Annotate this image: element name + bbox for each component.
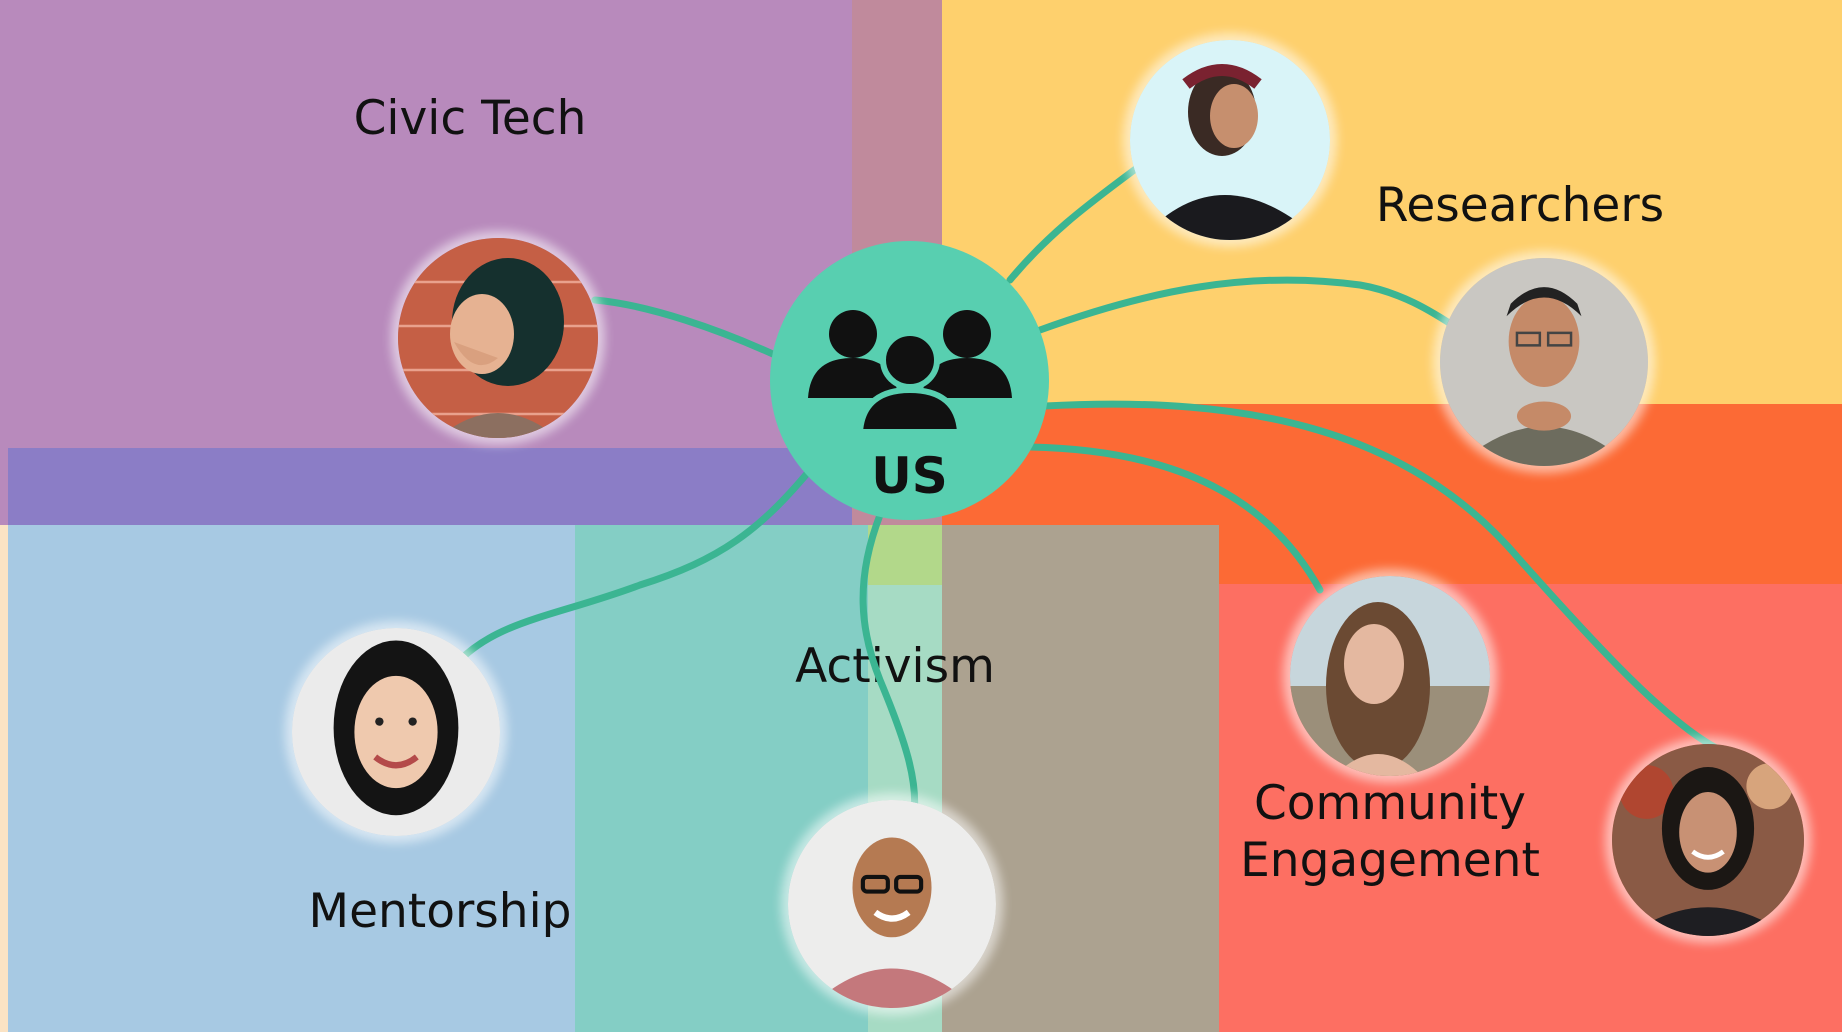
label-civic-tech: Civic Tech	[353, 91, 587, 146]
region-mentorship	[8, 525, 575, 1032]
hub-label: US	[871, 447, 948, 505]
person-activism	[788, 800, 996, 1008]
person-researcher-2	[1440, 258, 1648, 466]
region-civic-tech	[0, 0, 852, 525]
group-icon	[808, 310, 1012, 434]
person-researcher-1	[1130, 40, 1330, 240]
person-community-engagement-2	[1612, 744, 1804, 936]
avatar	[1290, 576, 1490, 776]
label-community-engagement: Community Engagement	[1240, 776, 1540, 889]
label-researchers: Researchers	[1375, 178, 1665, 233]
avatar	[292, 628, 500, 836]
person-community-engagement-1	[1290, 576, 1490, 776]
region-overlap-tan	[942, 525, 1219, 1032]
avatar	[398, 238, 598, 438]
avatar	[1130, 40, 1330, 240]
person-civic-tech	[398, 238, 598, 438]
avatar	[1440, 258, 1648, 466]
avatar	[788, 800, 996, 1008]
hub-node: US	[770, 241, 1049, 520]
person-mentorship	[292, 628, 500, 836]
label-activism: Activism	[795, 639, 995, 694]
avatar	[1612, 744, 1804, 936]
region-overlap-purple	[8, 448, 852, 525]
region-overlap-green	[868, 525, 942, 585]
label-mentorship: Mentorship	[308, 884, 572, 939]
